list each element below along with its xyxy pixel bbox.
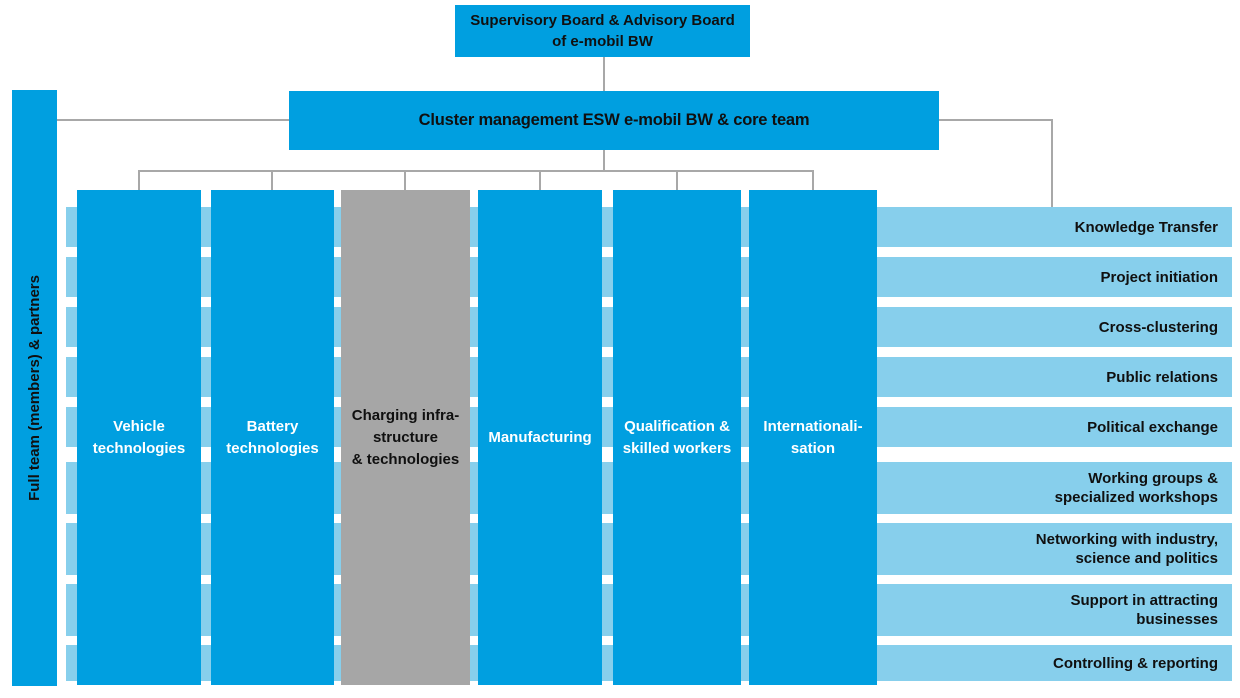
row-label: Project initiation	[1100, 268, 1218, 286]
connector-top-vertical	[603, 56, 605, 92]
column-label: Internationali- sation	[763, 417, 863, 457]
connector-stub	[404, 171, 406, 191]
full-team-bar: Full team (members) & partners	[12, 90, 57, 686]
supervisory-board-box: Supervisory Board & Advisory Board of e-…	[455, 5, 750, 57]
connector-stub	[676, 171, 678, 191]
column-vehicle-technologies: Vehicle technologies	[77, 190, 201, 685]
connector-branch-horizontal	[138, 170, 814, 172]
column-label: Battery technologies	[226, 417, 319, 457]
column-manufacturing: Manufacturing	[478, 190, 602, 685]
row-label: Public relations	[1106, 368, 1218, 386]
cluster-management-box: Cluster management ESW e-mobil BW & core…	[289, 91, 939, 150]
column-label: Vehicle technologies	[92, 417, 186, 457]
column-label: Charging infra- structure & technologies	[351, 406, 460, 468]
connector-stub	[271, 171, 273, 191]
connector-stub	[138, 171, 140, 191]
row-label: Cross-clustering	[1098, 318, 1218, 336]
connector-right-horizontal	[939, 119, 1053, 121]
column-qualification-skilled-workers: Qualification & skilled workers	[613, 190, 741, 685]
column-battery-technologies: Battery technologies	[211, 190, 334, 685]
row-label: Working groups & specialized workshops	[1054, 470, 1218, 506]
connector-left-horizontal	[57, 119, 289, 121]
connector-stub	[539, 171, 541, 191]
connector-right-vertical	[1051, 119, 1053, 207]
full-team-bar-label: Full team (members) & partners	[26, 275, 43, 501]
row-label: Controlling & reporting	[1053, 654, 1218, 672]
column-label: Qualification & skilled workers	[622, 417, 732, 457]
row-label: Support in attracting businesses	[1070, 592, 1219, 628]
supervisory-board-label: Supervisory Board & Advisory Board of e-…	[470, 12, 735, 50]
connector-stub	[812, 171, 814, 191]
cluster-management-label: Cluster management ESW e-mobil BW & core…	[418, 111, 810, 129]
row-label: Networking with industry, science and po…	[1035, 531, 1218, 567]
column-label: Manufacturing	[488, 428, 592, 446]
column-charging-infrastructure: Charging infra- structure & technologies	[341, 190, 470, 685]
connector-mid-vertical	[603, 150, 605, 172]
row-label: Knowledge Transfer	[1074, 218, 1218, 236]
row-label: Political exchange	[1087, 418, 1218, 436]
column-internationalisation: Internationali- sation	[749, 190, 877, 685]
